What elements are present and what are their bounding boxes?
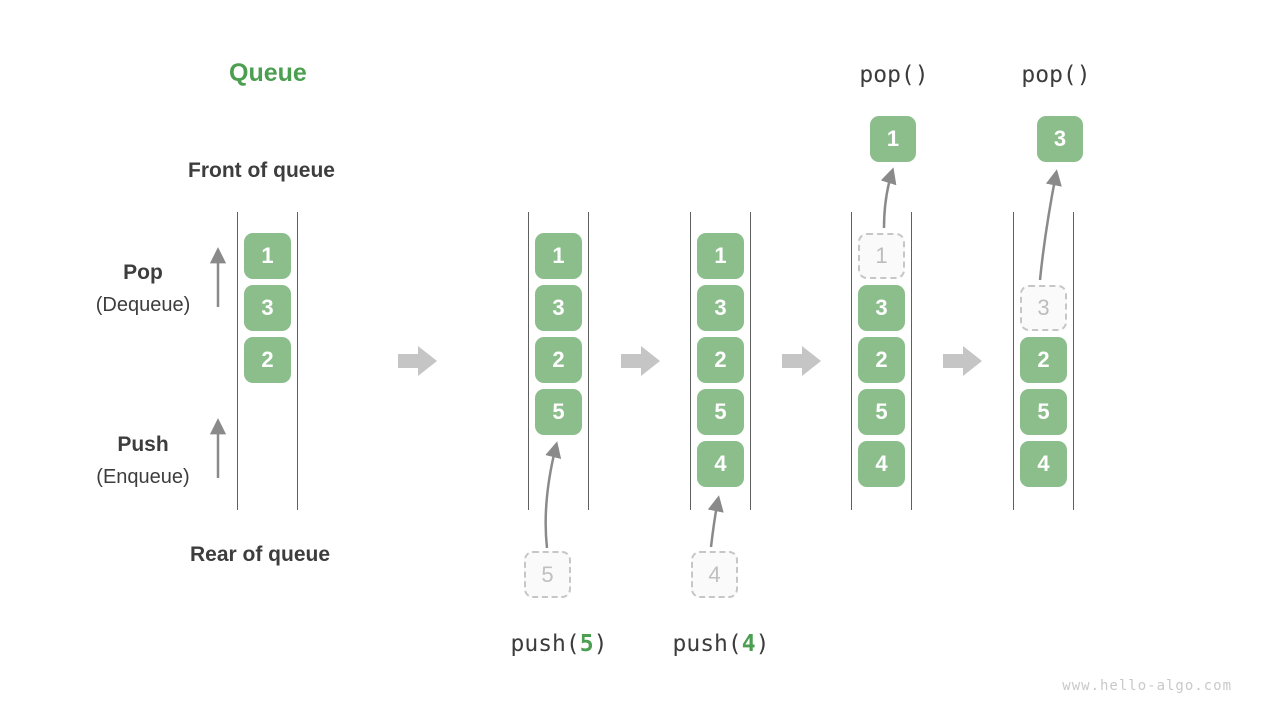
popped-item: 3 — [1037, 116, 1083, 162]
enqueue-sub-label: (Enqueue) — [96, 466, 190, 488]
push-word-label: Push — [117, 433, 169, 456]
queue-item: 1 — [535, 233, 582, 279]
queue-item: 3 — [697, 285, 744, 331]
pop-call-label: pop() — [1021, 62, 1091, 88]
queue-item: 1 — [244, 233, 291, 279]
queue-column: 1 3 2 5 4 — [851, 212, 912, 510]
queue-item-ghost: 3 — [1020, 285, 1067, 331]
incoming-item-ghost: 4 — [691, 551, 738, 598]
queue-item-ghost: 1 — [858, 233, 905, 279]
queue-item: 3 — [244, 285, 291, 331]
queue-item: 1 — [697, 233, 744, 279]
queue-item: 4 — [1020, 441, 1067, 487]
front-of-queue-label: Front of queue — [188, 159, 335, 182]
diagram-title: Queue — [229, 59, 307, 87]
watermark: www.hello-algo.com — [1062, 678, 1232, 694]
queue-item: 2 — [244, 337, 291, 383]
push-call-label: push(5) — [478, 631, 640, 657]
push-call-text: 5 — [579, 631, 594, 657]
queue-item: 2 — [858, 337, 905, 383]
queue-item: 4 — [858, 441, 905, 487]
queue-item: 5 — [535, 389, 582, 435]
push-call-text: push( — [672, 631, 742, 657]
queue-item: 3 — [858, 285, 905, 331]
queue-item: 2 — [697, 337, 744, 383]
next-step-arrow — [621, 346, 660, 376]
push-call-label: push(4) — [640, 631, 802, 657]
next-step-arrow — [943, 346, 982, 376]
queue-item: 3 — [535, 285, 582, 331]
queue-item: 2 — [1020, 337, 1067, 383]
queue-item: 5 — [1020, 389, 1067, 435]
queue-column: 3 2 5 4 — [1013, 212, 1074, 510]
popped-item: 1 — [870, 116, 916, 162]
rear-of-queue-label: Rear of queue — [190, 543, 331, 566]
pop-word-label: Pop — [123, 261, 163, 284]
queue-column: 1 3 2 5 — [528, 212, 589, 510]
queue-item: 5 — [697, 389, 744, 435]
pop-call-label: pop() — [859, 62, 929, 88]
push-call-text: ) — [593, 631, 608, 657]
push-call-text: push( — [510, 631, 580, 657]
queue-item: 4 — [697, 441, 744, 487]
next-step-arrow — [398, 346, 437, 376]
queue-column: 1 3 2 — [237, 212, 298, 510]
incoming-item-ghost: 5 — [524, 551, 571, 598]
push-call-text: ) — [755, 631, 770, 657]
queue-column: 1 3 2 5 4 — [690, 212, 751, 510]
next-step-arrow — [782, 346, 821, 376]
push-call-text: 4 — [741, 631, 756, 657]
queue-item: 2 — [535, 337, 582, 383]
queue-item: 5 — [858, 389, 905, 435]
dequeue-sub-label: (Dequeue) — [95, 294, 191, 316]
